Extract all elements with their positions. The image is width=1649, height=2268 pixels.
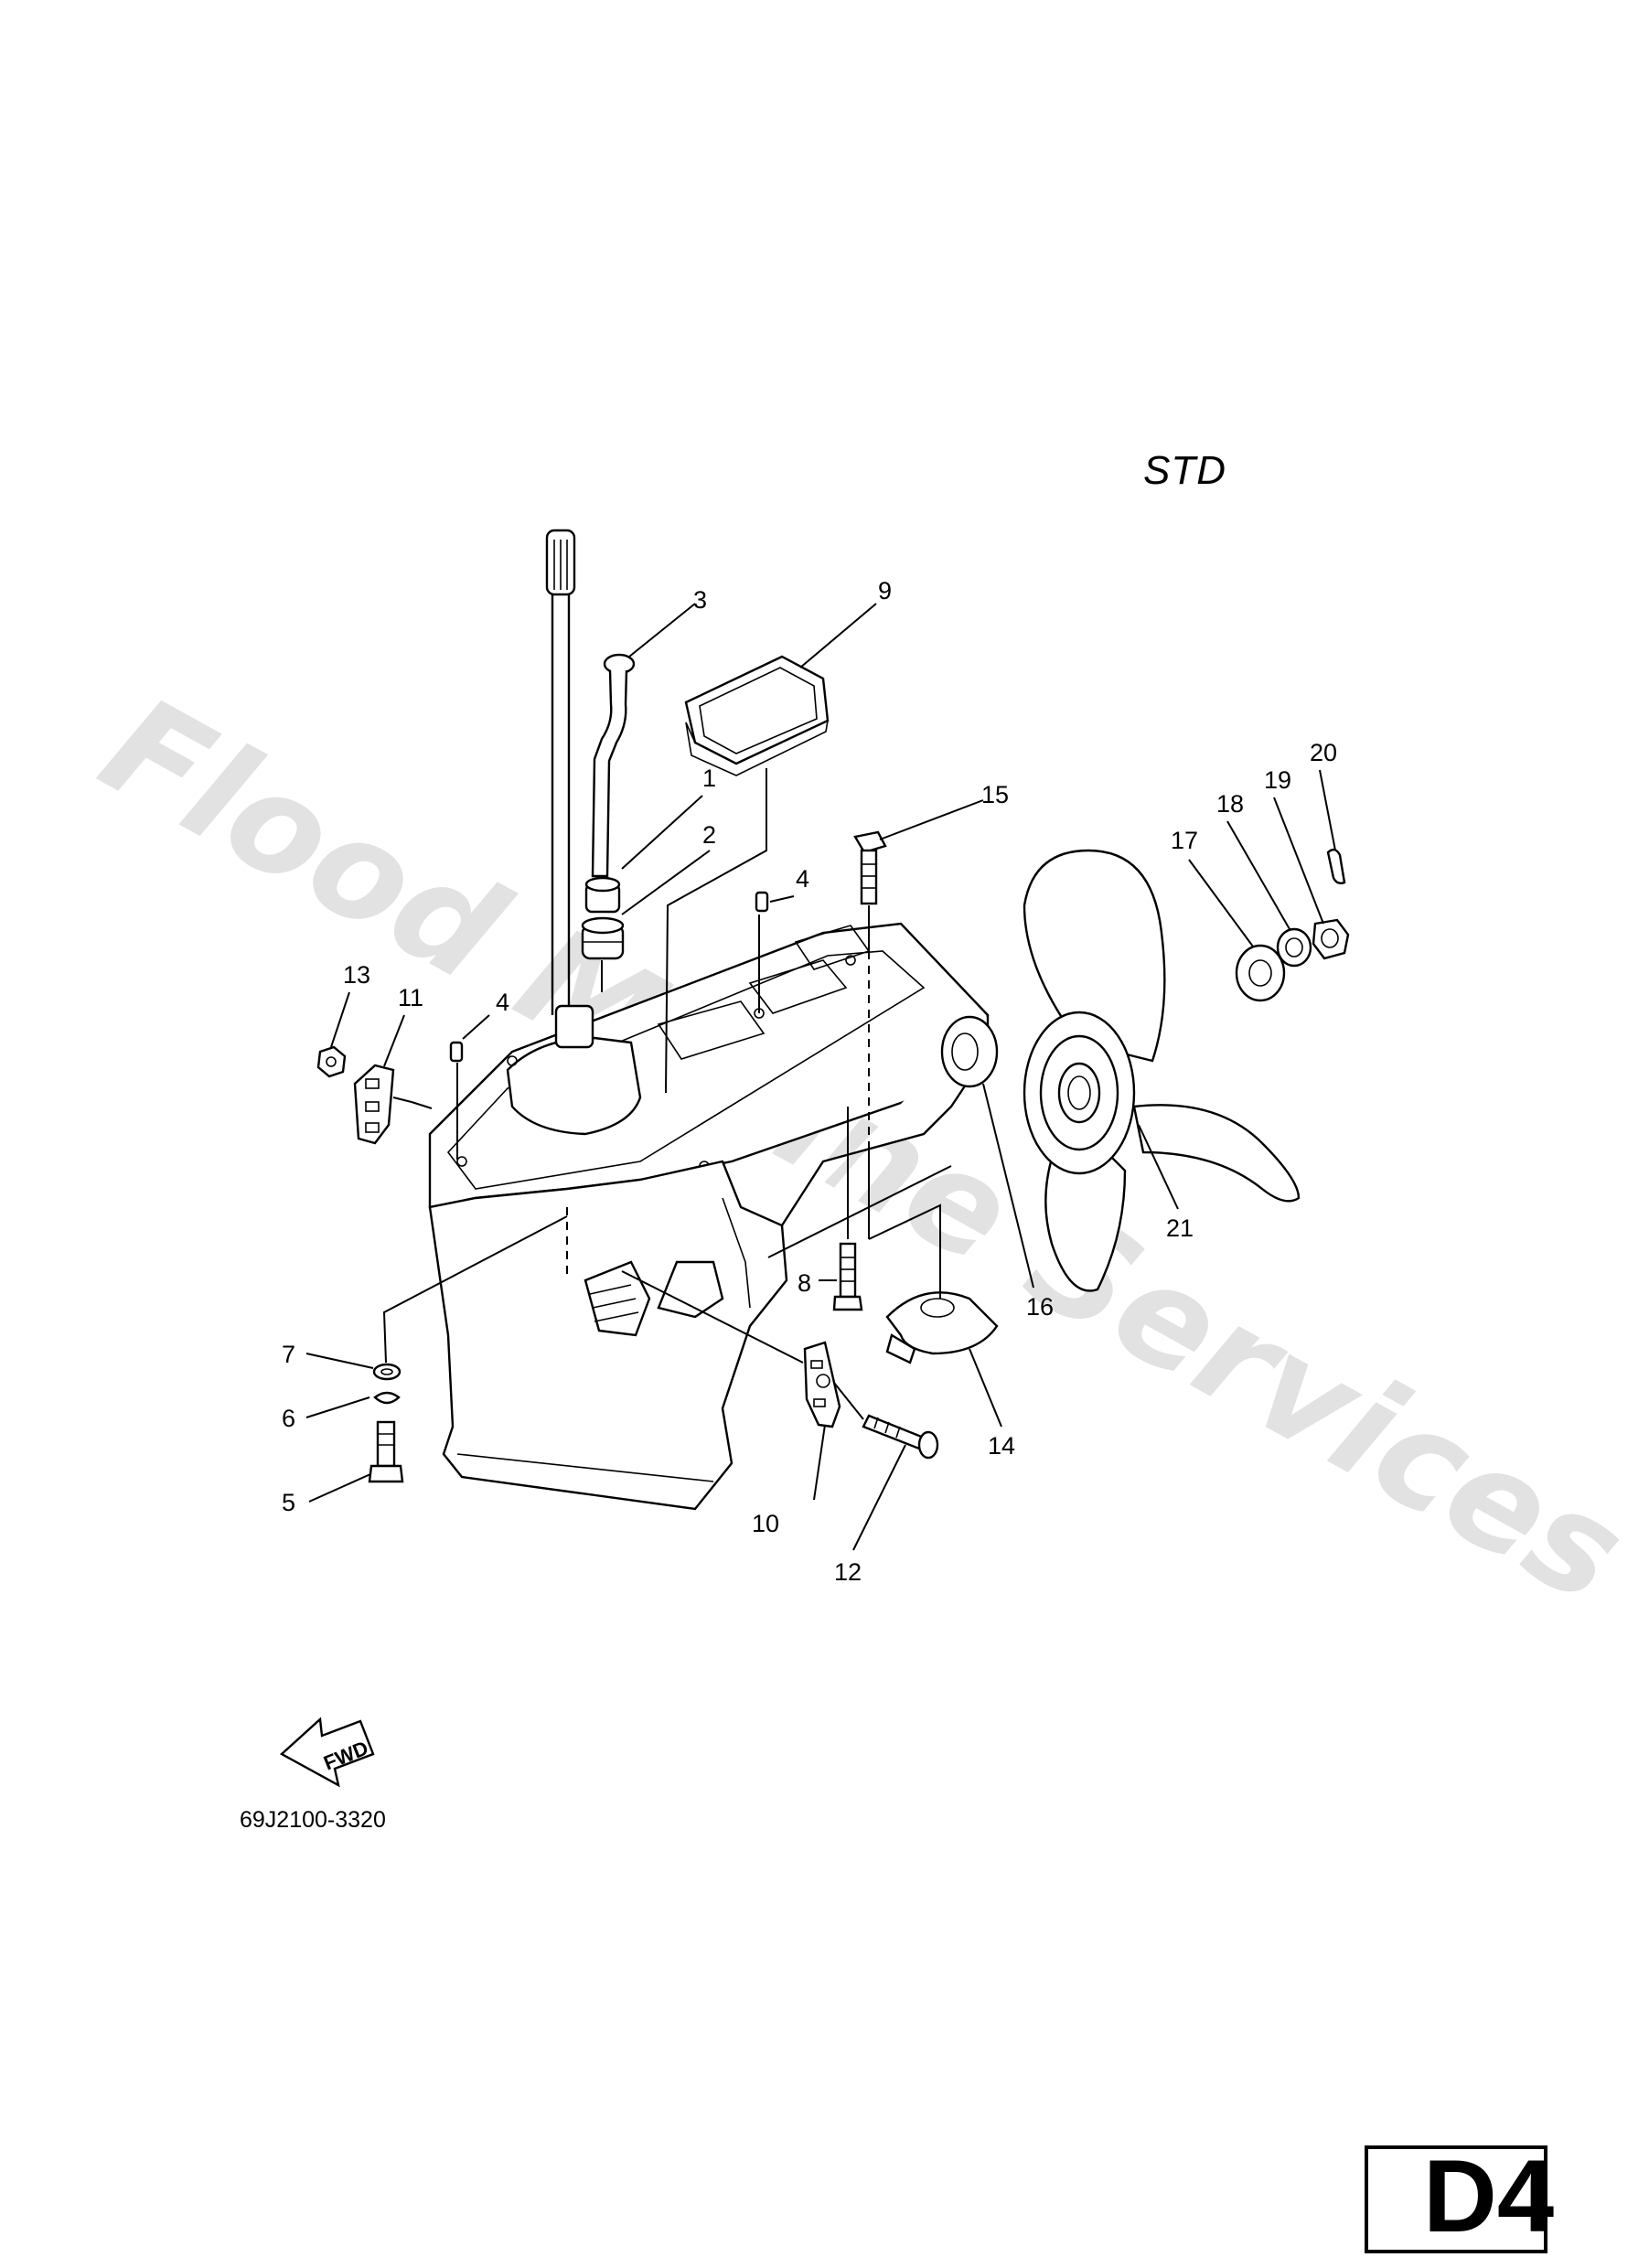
callouts: 1 2 3 4 4 5 6 7 8 9 10 11 12 13 14 15 16… <box>282 577 1337 1586</box>
callout-12: 12 <box>834 1558 862 1586</box>
variant-label: STD <box>1143 448 1226 493</box>
exploded-parts-diagram: 1 2 3 4 4 5 6 7 8 9 10 11 12 13 14 15 16… <box>279 529 1350 1788</box>
water-tube <box>591 653 636 878</box>
callout-9: 9 <box>878 577 892 604</box>
diagram-code: 69J2100-3320 <box>240 1807 386 1833</box>
washer <box>372 1363 402 1381</box>
forward-arrow-icon: FWD <box>279 1717 375 1788</box>
lower-casing <box>428 922 990 1511</box>
callout-10: 10 <box>752 1510 779 1537</box>
cotter-pin <box>1326 848 1346 885</box>
callout-6: 6 <box>282 1405 295 1432</box>
spacer <box>1235 944 1286 1002</box>
dowel-pin <box>755 891 769 913</box>
bolt <box>853 830 887 905</box>
drive-shaft <box>545 529 576 1015</box>
washer <box>1276 927 1312 968</box>
dowel-pin <box>449 1041 464 1063</box>
callout-17: 17 <box>1171 827 1198 854</box>
spring-washer <box>373 1391 401 1405</box>
callout-16: 16 <box>1026 1293 1054 1321</box>
leader-lines <box>305 603 1336 1551</box>
callout-18: 18 <box>1216 790 1244 818</box>
callout-4: 4 <box>496 989 509 1016</box>
propeller-nut <box>1312 918 1350 960</box>
callout-5: 5 <box>282 1489 295 1516</box>
callout-20: 20 <box>1310 739 1337 766</box>
bolt <box>862 1414 939 1460</box>
callout-14: 14 <box>988 1432 1015 1460</box>
callout-19: 19 <box>1264 766 1291 794</box>
anode <box>353 1064 395 1145</box>
callout-3: 3 <box>693 586 707 614</box>
callout-7: 7 <box>282 1341 295 1368</box>
bolt <box>832 1242 863 1311</box>
callout-21: 21 <box>1166 1214 1194 1242</box>
assembly-lines <box>382 768 952 1420</box>
section-label: D4 <box>1423 2139 1555 2253</box>
bolt <box>368 1420 404 1483</box>
seal <box>940 1015 999 1088</box>
callout-15: 15 <box>981 781 1009 808</box>
propeller <box>1023 849 1301 1292</box>
grommet <box>581 876 625 960</box>
section-box <box>1365 2145 1547 2253</box>
anode-trim-tab <box>885 1291 999 1364</box>
callout-1: 1 <box>702 765 716 792</box>
gasket <box>684 655 830 776</box>
callout-2: 2 <box>702 821 716 849</box>
callout-11: 11 <box>398 984 423 1011</box>
callout-4: 4 <box>796 865 809 893</box>
callout-13: 13 <box>343 961 370 989</box>
nut <box>316 1045 347 1078</box>
anode <box>803 1341 841 1428</box>
callout-8: 8 <box>798 1269 811 1297</box>
